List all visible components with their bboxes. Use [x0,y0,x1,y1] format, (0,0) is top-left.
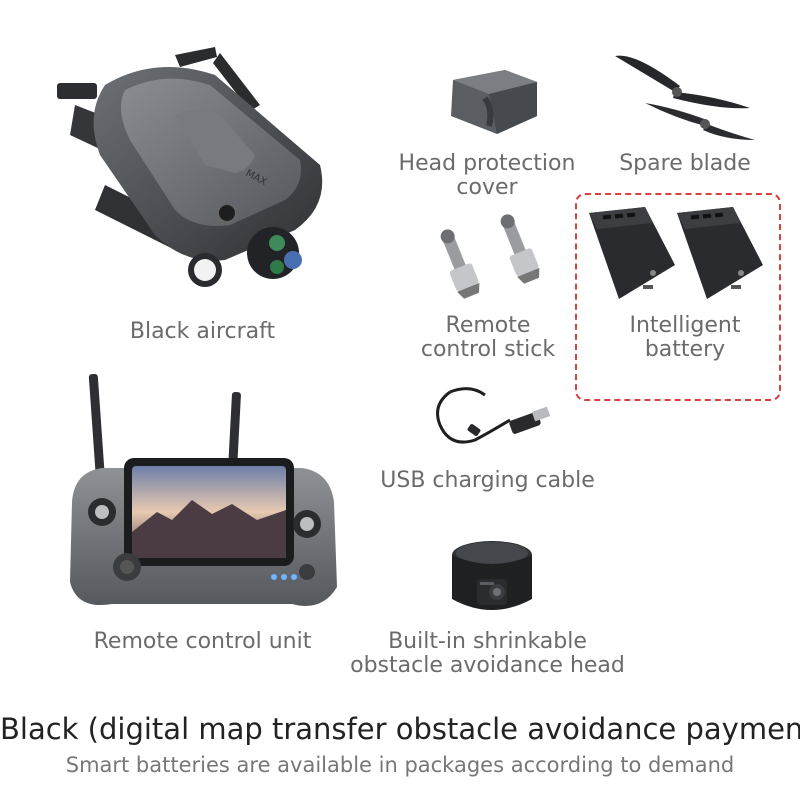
propeller-icon [615,55,755,140]
drone-icon: MAX [57,47,323,287]
joystick-icon [440,214,540,299]
remote-controller-icon [70,373,337,606]
cover-icon [451,70,537,134]
head-label-line1: Built-in shrinkable [388,629,587,654]
battery-highlight-box [575,193,781,401]
battery-label-line2: battery [644,337,726,362]
battery-icon [589,207,763,299]
footer-title: Black (digital map transfer obstacle avo… [0,712,800,746]
head-label-line2: obstacle avoidance head [350,653,625,678]
battery-label-line1: Intelligent [629,313,741,338]
blade-label: Spare blade [619,151,751,176]
stick-label-line1: Remote [445,313,531,338]
stick-label-line2: control stick [420,337,556,362]
footer-subtitle: Smart batteries are available in package… [65,753,735,777]
aircraft-label: Black aircraft [129,319,276,344]
sensor-head-icon [452,541,532,610]
remote-label: Remote control unit [93,629,312,654]
cable-label: USB charging cable [380,468,595,493]
head-cover-label-line1: Head protection [398,151,576,176]
head-cover-label-line2: cover [456,175,518,200]
usb-cable-icon [436,387,551,444]
